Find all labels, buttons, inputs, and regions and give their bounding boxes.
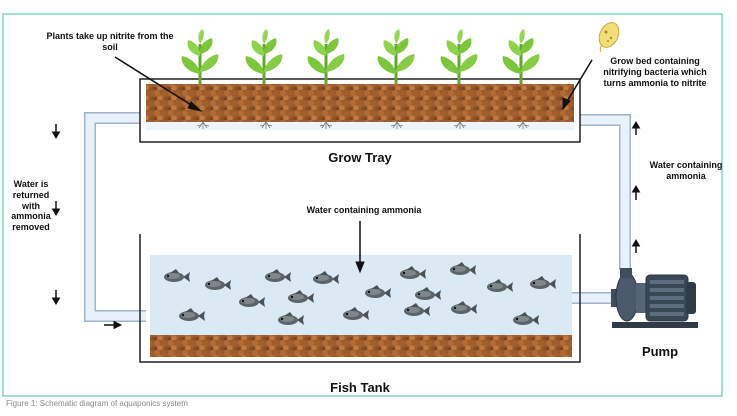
return-pipe xyxy=(85,113,146,321)
plant-icon xyxy=(501,27,541,86)
pump-label: Pump xyxy=(641,344,679,359)
tank-water-label: Water containing ammonia xyxy=(306,205,422,215)
water-returned-label: Water is returned with ammonia removed xyxy=(11,179,51,233)
plant-icon xyxy=(439,27,479,86)
figure-caption: Figure 1: Schematic diagram of aquaponic… xyxy=(6,399,188,408)
supply-pipe xyxy=(570,115,630,270)
plant-icon xyxy=(306,27,346,86)
grow-bed-label: Grow bed containing nitrifying bacteria … xyxy=(603,56,707,88)
pump-icon xyxy=(611,268,698,328)
plant-icon xyxy=(180,27,220,86)
fish-tank xyxy=(139,234,581,363)
plant-icon xyxy=(376,27,416,86)
supply-flow-arrows xyxy=(631,121,641,253)
grow-bed-soil xyxy=(146,84,574,122)
fish-tank-title: Fish Tank xyxy=(330,380,390,395)
grow-tray-title: Grow Tray xyxy=(328,150,392,165)
grow-tray-water xyxy=(146,122,574,130)
return-pipe-outline xyxy=(84,112,146,322)
pointer-lines xyxy=(114,56,593,274)
bacteria-icon xyxy=(598,22,620,53)
plants xyxy=(180,27,541,86)
plant-icon xyxy=(244,27,284,86)
water-up-label: Water containing ammonia xyxy=(649,160,723,181)
tank-gravel xyxy=(150,335,572,357)
diagram-frame xyxy=(2,13,723,397)
plants-label: Plants take up nitrite from the soil xyxy=(46,31,174,52)
return-flow-arrows xyxy=(51,124,123,330)
